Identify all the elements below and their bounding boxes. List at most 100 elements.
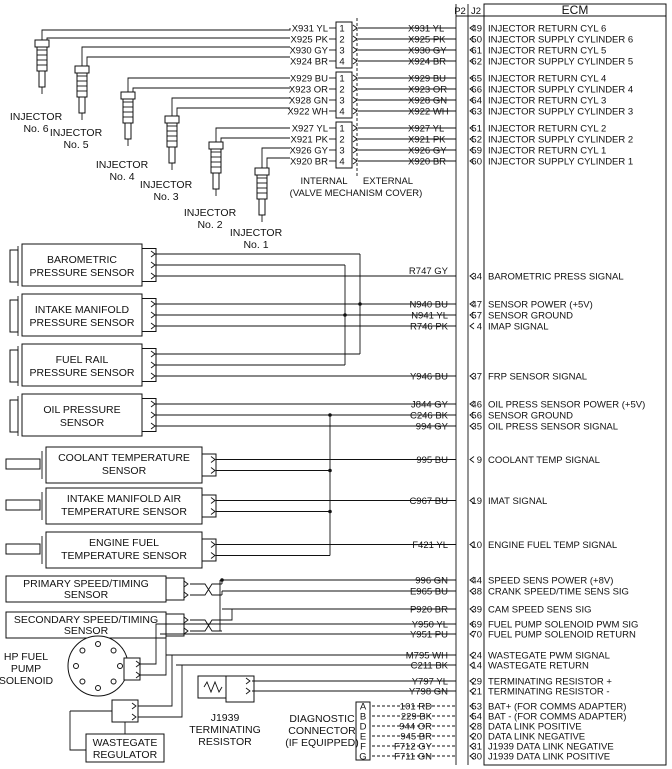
pump-bolt: [117, 663, 123, 669]
diag-wire-label: 944 OR: [399, 722, 432, 733]
diag-wire-label: F711 GN: [394, 752, 432, 763]
circuit-wire-label: C967 BU: [409, 496, 448, 507]
injector-label: INJECTOR: [230, 227, 283, 239]
ecm-pin-chevron: [469, 135, 475, 143]
splice-dot: [328, 413, 332, 417]
pump-label-3: SOLENOID: [0, 675, 54, 687]
pin-chevron: [469, 752, 475, 760]
circuit-wire-label: 996 GN: [415, 576, 448, 587]
diag-wire-label: F712 GY: [394, 742, 433, 753]
diag-pin: E: [360, 732, 366, 743]
wastegate-label: WASTEGATE: [93, 737, 158, 749]
connector-pin: 1: [339, 24, 344, 35]
injector-wire-left: X929 BU: [290, 74, 328, 85]
ecm-pin-number: 19: [471, 496, 482, 507]
j1939-label: J1939: [211, 712, 240, 724]
injector-2-body: [210, 148, 222, 174]
secondary-speed-sensor-label-2: SENSOR: [64, 625, 109, 637]
ecm-pin-number: 66: [471, 85, 482, 96]
ecm-function-label: INJECTOR RETURN CYL 2: [488, 124, 606, 135]
pin-chevron: [183, 616, 189, 624]
ecm-function-label: INJECTOR RETURN CYL 3: [488, 96, 606, 107]
fuel-temp-sensor-label: ENGINE FUEL: [89, 537, 159, 549]
injector-1-body: [256, 174, 268, 200]
injector-wire-left: X926 GY: [289, 146, 328, 157]
injector-lead: [171, 97, 290, 116]
diag-connector: [355, 701, 371, 761]
injector-number: No. 6: [23, 123, 48, 135]
ecm-function-label: WASTEGATE PWM SIGNAL: [488, 651, 610, 662]
ecm-function-label: FUEL PUMP SOLENOID PWM SIG: [488, 620, 638, 631]
imap-sensor-label-2: PRESSURE SENSOR: [29, 317, 134, 329]
injector-4-nozzle: [124, 122, 132, 140]
ecm-pin-number: 63: [471, 107, 482, 118]
injector-4-cap: [120, 91, 136, 100]
diag-pin: D: [360, 722, 367, 733]
injector-wire-right: X923 OR: [408, 85, 447, 96]
injector-wire-left: X922 WH: [287, 107, 328, 118]
ecm-pin-chevron: [469, 157, 475, 165]
ecm-function-label: SENSOR GROUND: [488, 311, 573, 322]
injector-3-body: [166, 122, 178, 148]
ecm-function-label: J1939 DATA LINK NEGATIVE: [488, 742, 614, 753]
ecm-label: ECM: [562, 3, 589, 17]
ecm-pin-number: 51: [471, 124, 482, 135]
pump-bolt: [73, 663, 79, 669]
pin-chevron: [469, 497, 475, 504]
injector-wire-right: X924 BR: [408, 57, 446, 68]
ecm-pin-number: 50: [471, 35, 482, 46]
resistor-connector: [225, 675, 255, 703]
injector-lead: [41, 28, 291, 40]
pin-chevron: [352, 85, 358, 93]
circuit-wire-label: E965 BU: [410, 587, 448, 598]
secondary-speed-sensor-connector: [165, 613, 185, 637]
pin-chevron: [469, 722, 475, 730]
secondary-speed-sensor-label: SECONDARY SPEED/TIMING: [14, 614, 158, 626]
ecm-pin-number: 29: [471, 677, 482, 688]
injector-label: INJECTOR: [96, 159, 149, 171]
ecm-pin-number: 62: [471, 57, 482, 68]
ecm-function-label: INJECTOR SUPPLY CYLINDER 3: [488, 107, 633, 118]
ecm-pin-number: 53: [471, 702, 482, 713]
injector-lead: [266, 157, 290, 168]
circuit-wire-label: R746 PK: [410, 322, 449, 333]
sensor-plug: [9, 349, 19, 383]
pin-chevron: [469, 372, 475, 380]
ecm-pin-chevron: [469, 146, 475, 154]
diag-wire-label: 229 BK: [401, 712, 433, 723]
twisted-pair: [190, 583, 222, 596]
baro-sensor-label-2: PRESSURE SENSOR: [29, 267, 134, 279]
pin-chevron: [469, 742, 475, 750]
splice-dot: [220, 578, 224, 582]
j1939-label-2: TERMINATING: [189, 724, 261, 736]
ecm-function-label: INJECTOR SUPPLY CYLINDER 4: [488, 85, 633, 96]
injector-lead: [215, 127, 290, 142]
pin-chevron: [352, 146, 358, 154]
ecm-pin-number: 34: [471, 272, 482, 283]
ecm-pin-number: 57: [471, 311, 482, 322]
circuit-wire-label: R747 GY: [409, 266, 449, 277]
injector-wire-left: X924 BR: [290, 57, 328, 68]
pin-chevron: [469, 630, 475, 638]
injector-lead: [261, 147, 290, 168]
fuel-temp-sensor-probe: [5, 543, 41, 555]
wastegate-lead: [138, 655, 173, 707]
ecm-pin-number: 21: [471, 687, 482, 698]
connector-pin: 4: [339, 157, 344, 168]
ecm-function-label: DATA LINK POSITIVE: [488, 722, 582, 733]
injector-lead: [176, 107, 290, 116]
circuit-wire-label: F421 YL: [412, 540, 448, 551]
pump-bolt: [110, 678, 117, 685]
primary-speed-sensor-body: [5, 575, 167, 603]
pin-chevron: [210, 541, 216, 548]
cam-lead: [222, 609, 233, 621]
pin-chevron: [469, 687, 475, 695]
ecm-pin-number: 56: [471, 411, 482, 422]
injector-lead: [86, 56, 290, 66]
fuel-temp-sensor-label-2: TEMPERATURE SENSOR: [61, 550, 187, 562]
pump-bolt: [95, 685, 101, 691]
ecm-pin-number: 44: [471, 576, 482, 587]
oil-sensor-body: [21, 393, 143, 437]
injector-wire-right: X930 GY: [408, 46, 447, 57]
valve-cover-connector: [335, 71, 353, 119]
